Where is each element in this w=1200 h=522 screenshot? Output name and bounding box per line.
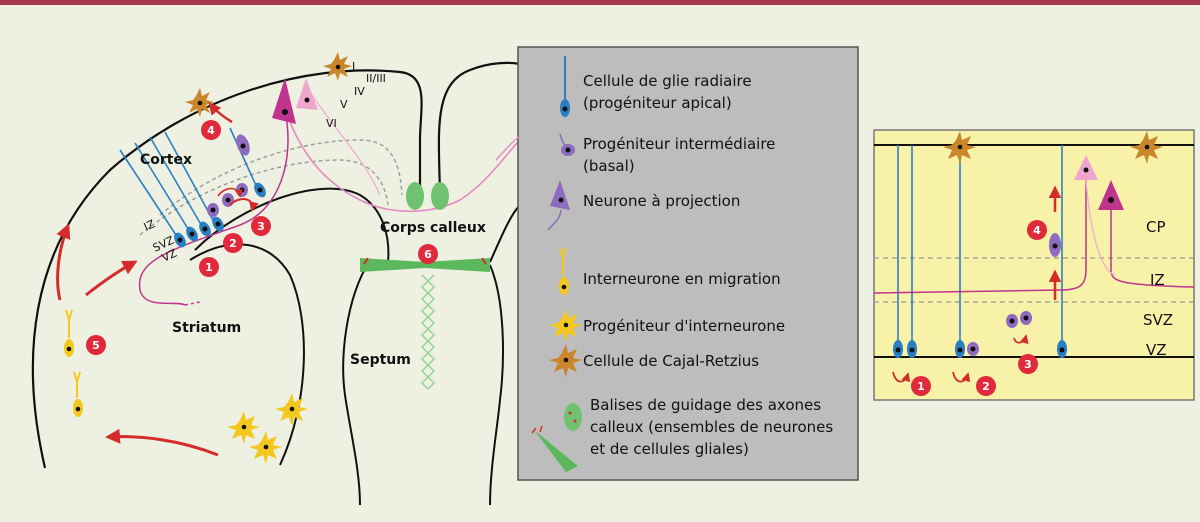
layer-6-label: VI <box>326 117 337 130</box>
inset-cajal-retzius <box>943 131 1163 164</box>
badge-3-inset: 3 <box>1018 354 1038 374</box>
legend-label-intermediate-progenitor: Progéniteur intermédiaire (basal) <box>583 135 780 175</box>
septum-right-outline <box>489 264 504 506</box>
inset-iz-label: IZ <box>1150 271 1165 289</box>
badge-1-inset: 1 <box>911 376 931 396</box>
brain-section: 1 2 3 4 5 6 Cortex Striatum Septum Corps… <box>31 52 521 506</box>
legend-label-interneuron-progenitor: Progéniteur d'interneurone <box>583 317 785 335</box>
top-color-bar <box>0 0 1200 5</box>
svg-text:2: 2 <box>982 380 990 393</box>
layer-1-label: I <box>352 60 355 73</box>
right-hemisphere-outline <box>489 204 521 263</box>
svg-text:4: 4 <box>207 124 215 137</box>
septum-label: Septum <box>350 352 411 368</box>
inset-intermediate-progenitors <box>1006 311 1032 328</box>
legend-label-cajal-retzius: Cellule de Cajal-Retzius <box>583 352 759 370</box>
septum-left-outline <box>342 259 371 506</box>
corps-calleux-label: Corps calleux <box>380 220 486 236</box>
svg-text:1: 1 <box>917 380 925 393</box>
svg-text:3: 3 <box>257 220 265 233</box>
layer-4-label: IV <box>354 85 365 98</box>
interneuron-progenitors-brain <box>227 393 308 464</box>
svg-text:1: 1 <box>205 261 213 274</box>
inset-svz-label: SVZ <box>1143 311 1173 329</box>
badge-6-brain: 6 <box>418 244 438 264</box>
badge-5-brain: 5 <box>86 335 106 355</box>
guidepost-icon <box>531 403 582 472</box>
cortex-outer-outline <box>31 69 423 469</box>
inset-panel: 1 2 3 4 CP IZ SVZ VZ <box>873 129 1195 401</box>
radial-glia-cluster <box>174 182 266 248</box>
badge-2-brain: 2 <box>223 233 243 253</box>
inset-radial-glia-bodies <box>893 340 1067 358</box>
svg-text:3: 3 <box>1024 358 1032 371</box>
legend-label-guideposts: Balises de guidage des axones calleux (e… <box>590 396 838 458</box>
migrating-interneurons-brain <box>64 309 83 417</box>
svg-text:4: 4 <box>1033 224 1041 237</box>
striatum-label: Striatum <box>172 320 241 336</box>
cortex-label: Cortex <box>140 152 192 168</box>
midline-right-outline <box>437 61 521 206</box>
badge-3-brain: 3 <box>251 216 271 236</box>
inset-vz-label: VZ <box>1146 341 1167 359</box>
badge-1-brain: 1 <box>199 257 219 277</box>
layer-5-label: V <box>340 98 348 111</box>
inset-cp-label: CP <box>1146 218 1166 236</box>
cajal-retzius-brain <box>185 52 352 117</box>
intermediate-progenitor-icon <box>559 133 575 156</box>
iz-label-brain: IZ <box>142 217 158 234</box>
corpus-callosum-guideposts <box>360 182 490 390</box>
layer-2-3-label: II/III <box>366 72 386 85</box>
radial-glia-icon <box>560 56 570 117</box>
interneuron-progenitor-icon <box>549 309 582 342</box>
badge-2-inset: 2 <box>976 376 996 396</box>
legend-label-migrating-interneuron: Interneurone en migration <box>583 270 781 288</box>
legend-label-projection-neuron: Neurone à projection <box>583 192 740 210</box>
svg-text:5: 5 <box>92 339 100 352</box>
badge-4-inset: 4 <box>1027 220 1047 240</box>
legend-label-radial-glia: Cellule de glie radiaire (progéniteur ap… <box>583 72 756 112</box>
projection-neuron-icon <box>547 180 570 231</box>
badge-4-brain: 4 <box>201 120 221 140</box>
cajal-retzius-icon <box>549 344 582 377</box>
legend-panel: Cellule de glie radiaire (progéniteur ap… <box>495 46 859 481</box>
migrating-interneuron-icon <box>559 247 569 295</box>
svg-text:2: 2 <box>229 237 237 250</box>
svg-text:6: 6 <box>424 248 432 261</box>
vz-label-brain: VZ <box>160 246 180 264</box>
ventricle-outline <box>194 187 390 263</box>
